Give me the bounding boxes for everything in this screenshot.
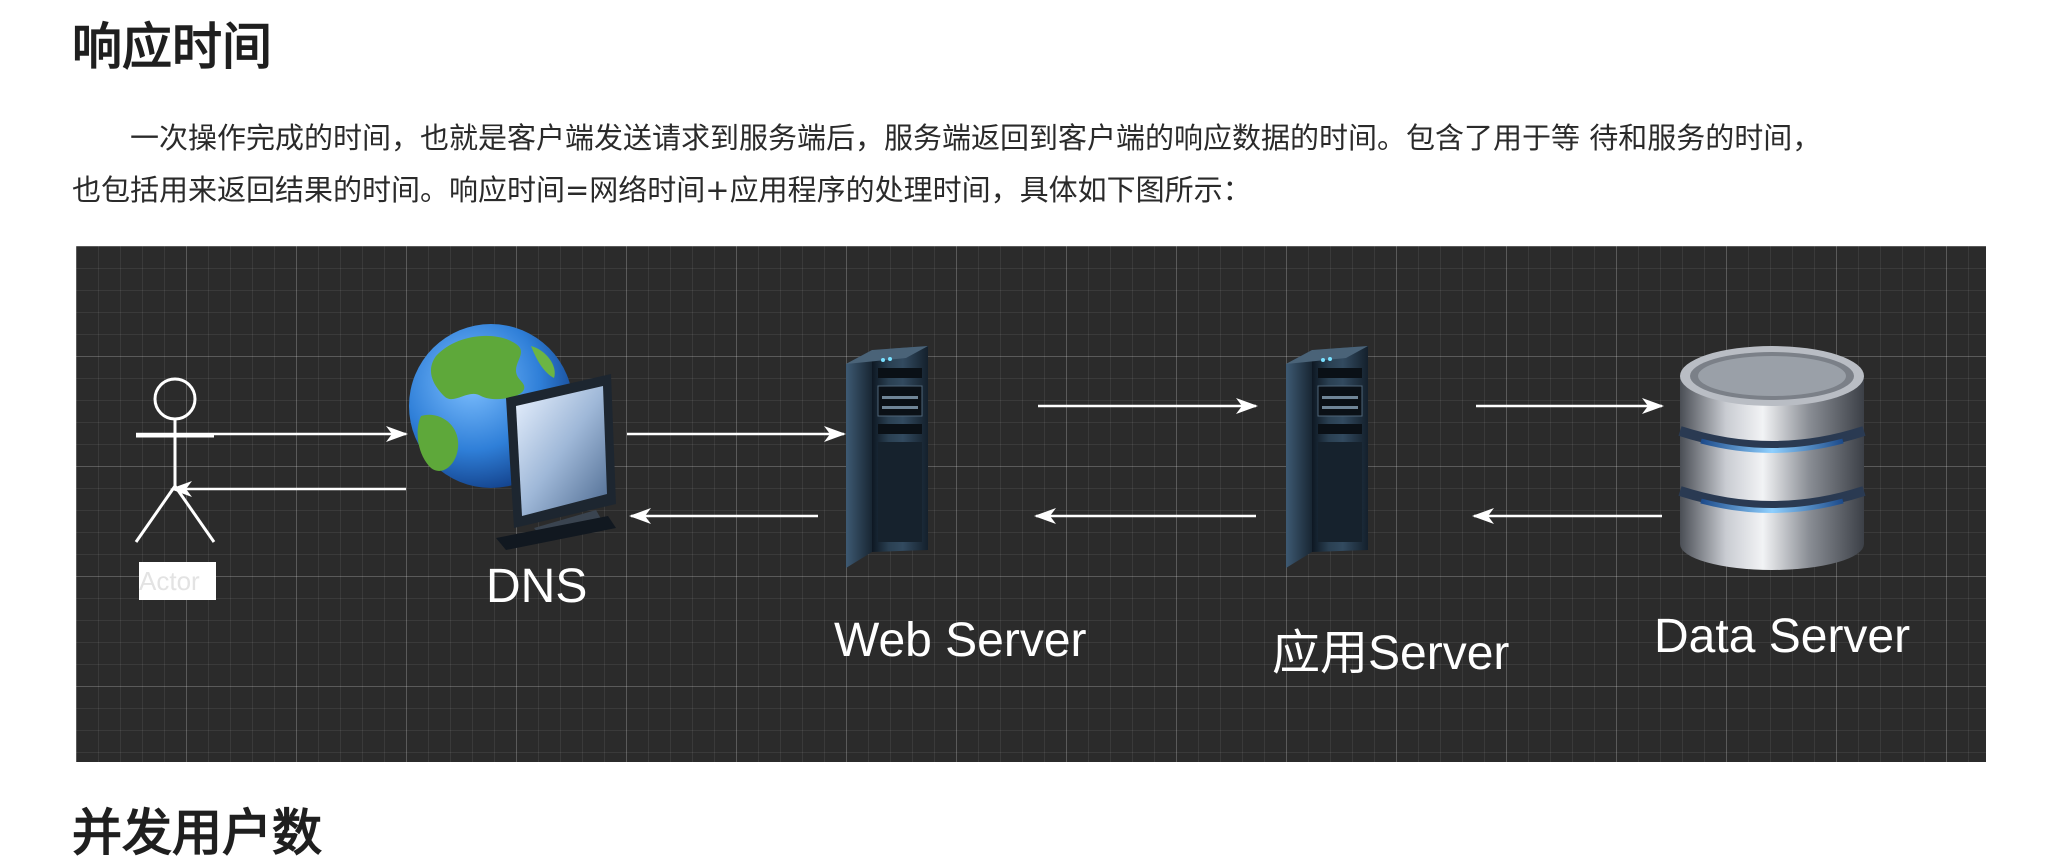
section-heading-response-time: 响应时间 xyxy=(72,18,272,76)
app-server-tower-icon xyxy=(1286,346,1368,568)
web-server-label: Web Server xyxy=(834,614,1087,667)
data-server-database-icon xyxy=(1678,346,1866,570)
response-time-diagram: Actor DNS Web Server 应用Server Data Serve… xyxy=(76,246,1986,762)
data-server-label: Data Server xyxy=(1654,610,1911,663)
section-heading-concurrent-users: 并发用户数 xyxy=(72,804,322,862)
app-server-label: 应用Server xyxy=(1272,627,1510,680)
paragraph-line-2: 也包括用来返回结果的时间。响应时间=网络时间+应用程序的处理时间，具体如下图所示… xyxy=(72,173,1252,207)
dns-globe-monitor-icon xyxy=(409,324,616,550)
web-server-tower-icon xyxy=(846,346,928,568)
response-time-paragraph: 一次操作完成的时间，也就是客户端发送请求到服务端后，服务端返回到客户端的响应数据… xyxy=(72,112,1987,216)
actor-icon xyxy=(134,377,216,543)
paragraph-line-1: 一次操作完成的时间，也就是客户端发送请求到服务端后，服务端返回到客户端的响应数据… xyxy=(130,121,1822,155)
dns-label: DNS xyxy=(486,560,588,613)
actor-label: Actor xyxy=(139,562,216,600)
diagram-canvas xyxy=(134,324,1866,570)
